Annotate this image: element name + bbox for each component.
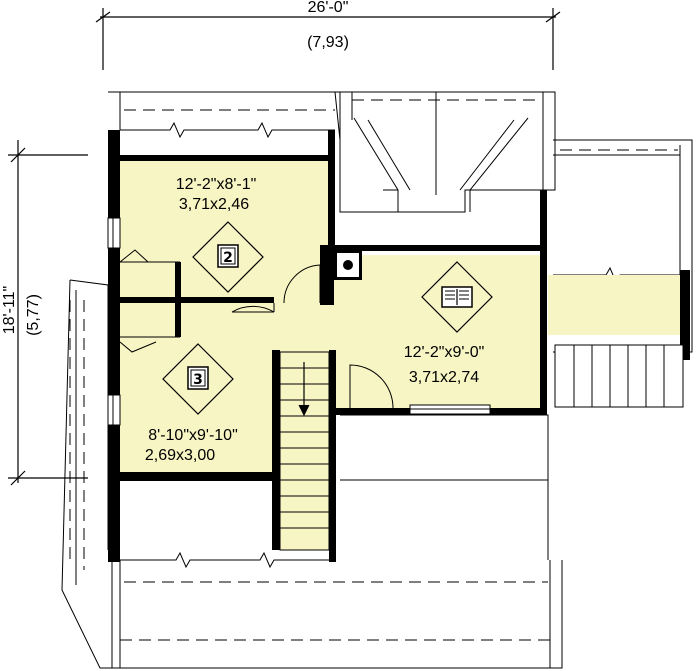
room-bedroom-3: 3 8'-10"x9'-10" 2,69x3,00 <box>145 343 238 464</box>
windows <box>107 217 491 426</box>
dormer-valleys <box>353 117 529 212</box>
width-imperial-label: 26'-0" <box>308 0 349 16</box>
room-loft: 12'-2"x9'-0" 3,71x2,74 <box>404 261 493 386</box>
loft-metric: 3,71x2,74 <box>409 369 479 386</box>
width-metric-label: (7,93) <box>307 34 349 51</box>
dashed-overhangs <box>69 99 678 641</box>
bedroom-3-dimensions: 8'-10"x9'-10" <box>148 427 238 444</box>
width-dimension <box>95 8 561 70</box>
bedroom-3-icon: 3 <box>162 343 234 415</box>
bedroom-2-dimensions: 12'-2"x8'-1" <box>176 176 257 193</box>
depth-metric-label: (5,77) <box>25 294 42 336</box>
depth-imperial-label: 18'-11" <box>1 286 18 334</box>
roof-outlines <box>61 91 693 669</box>
bedroom-3-metric: 2,69x3,00 <box>145 447 215 464</box>
bedroom-3-badge: 3 <box>193 372 203 388</box>
room-bedroom-2: 12'-2"x8'-1" 3,71x2,46 2 <box>176 176 264 293</box>
bedroom-2-badge: 2 <box>223 250 233 266</box>
chimney <box>334 250 362 280</box>
loft-dimensions: 12'-2"x9'-0" <box>404 344 485 361</box>
exterior-stairs <box>554 344 684 408</box>
bedroom-2-metric: 3,71x2,46 <box>179 196 249 213</box>
staircase <box>279 351 330 551</box>
closet-partitions <box>119 249 181 353</box>
door-swings <box>231 264 394 409</box>
bedroom-2-icon: 2 <box>192 221 264 293</box>
book-icon <box>421 261 493 333</box>
depth-dimension <box>8 140 88 486</box>
